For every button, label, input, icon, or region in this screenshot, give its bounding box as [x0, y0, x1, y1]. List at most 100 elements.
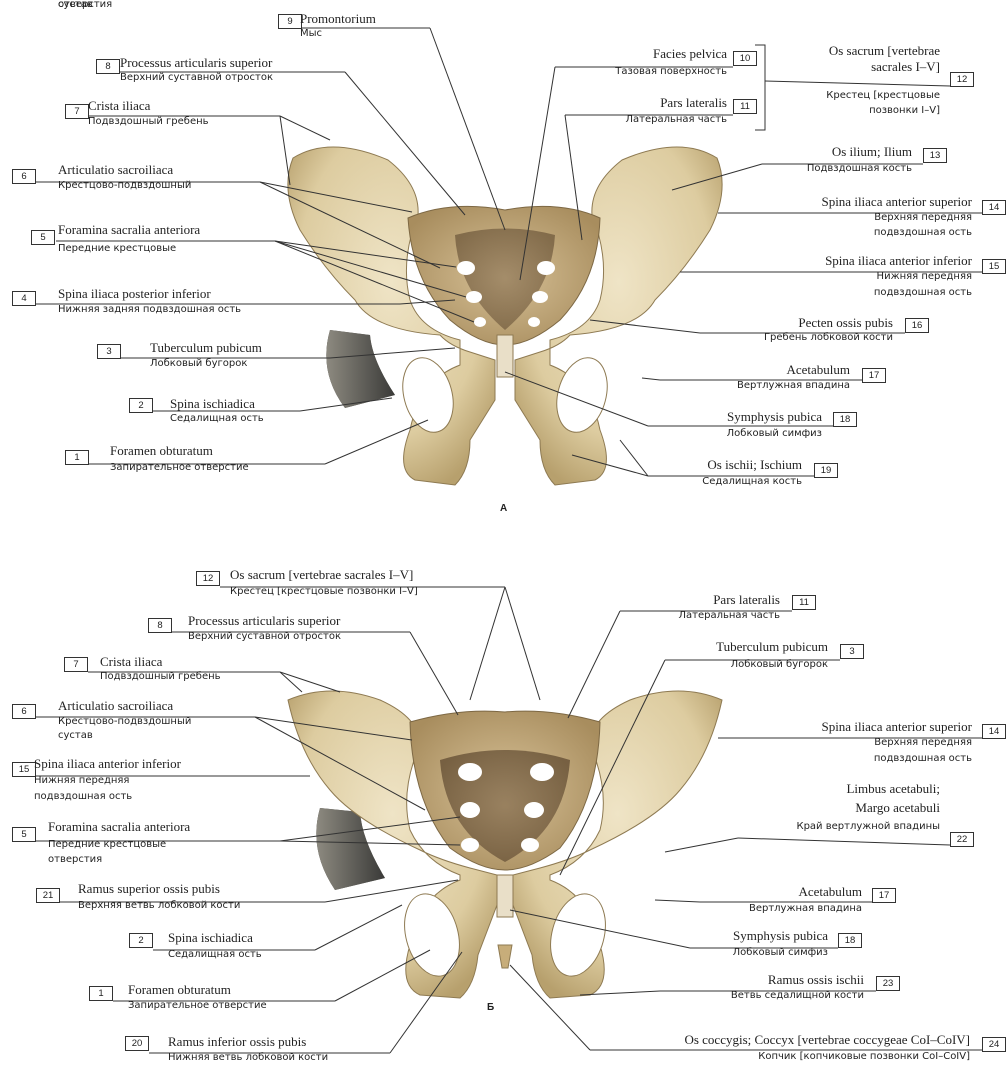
a-label-4-russian: Нижняя задняя подвздошная ость: [58, 305, 241, 315]
a-label-2-number: 2: [129, 398, 153, 413]
a-label-6-latin: Articulatio sacroiliaca: [58, 163, 173, 176]
b-label-12-leader: [505, 587, 540, 700]
a-label-14-russian-2: подвздошная ость: [874, 228, 972, 238]
b-label-5-latin: Foramina sacralia anteriora: [48, 820, 190, 833]
a-label-15-russian-2: подвздошная ость: [874, 288, 972, 298]
a-label-18-number: 18: [833, 412, 857, 427]
a-label-4-number: 4: [12, 291, 36, 306]
b-label-15-russian-2: подвздошная ость: [34, 792, 132, 802]
a-label-13-latin: Os ilium; Ilium: [832, 145, 912, 158]
b-label-14-latin: Spina iliaca anterior superior: [821, 720, 972, 733]
a-label-15-latin: Spina iliaca anterior inferior: [825, 254, 972, 267]
b-label-8-latin: Processus articularis superior: [188, 614, 340, 627]
a-label-2-latin: Spina ischiadica: [170, 397, 255, 410]
b-label-22-underline: [738, 838, 950, 845]
b-label-7-leader: [280, 672, 302, 692]
a-label-12-number: 12: [950, 72, 974, 87]
b-label-17-leader: [655, 900, 700, 902]
a-label-18-latin: Symphysis pubica: [727, 410, 822, 423]
b-label-21-latin: Ramus superior ossis pubis: [78, 882, 220, 895]
a-label-9-russian: Мыс: [300, 29, 322, 39]
b-label-23-latin: Ramus ossis ischii: [768, 973, 864, 986]
a-label-17-latin: Acetabulum: [786, 363, 850, 376]
a-label-12-latin-2: sacrales I–V]: [871, 60, 940, 73]
a-label-8-latin: Processus articularis superior: [120, 56, 272, 69]
a-label-8-number: 8: [96, 59, 120, 74]
b-label-5-leader: [280, 841, 460, 845]
b-label-5-russian-2: отверстия: [48, 855, 102, 865]
a-label-19-number: 19: [814, 463, 838, 478]
a-label-3-latin: Tuberculum pubicum: [150, 341, 262, 354]
b-label-18-russian: Лобковый симфиз: [733, 948, 828, 958]
a-label-14-latin: Spina iliaca anterior superior: [821, 195, 972, 208]
b-label-21-russian: Верхняя ветвь лобковой кости: [78, 901, 240, 911]
b-label-2-russian: Седалищная ость: [168, 950, 262, 960]
b-label-3-russian: Лобковый бугорок: [731, 660, 828, 670]
b-label-18-number: 18: [838, 933, 862, 948]
a-label-17-russian: Вертлужная впадина: [737, 381, 850, 391]
a-label-5-latin: Foramina sacralia anteriora: [58, 223, 200, 236]
b-label-20-russian: Нижняя ветвь лобковой кости: [168, 1053, 328, 1063]
b-label-14-number: 14: [982, 724, 1006, 739]
a-label-13-russian: Подвздошная кость: [807, 164, 912, 174]
b-label-6-number: 6: [12, 704, 36, 719]
a-label-6-number: 6: [12, 169, 36, 184]
b-label-1-latin: Foramen obturatum: [128, 983, 231, 996]
b-label-2-number: 2: [129, 933, 153, 948]
a-label-5-number: 5: [31, 230, 55, 245]
b-label-15-number: 15: [12, 762, 36, 777]
b-label-6-russian-2: сустав: [58, 731, 93, 741]
b-label-22-latin: Limbus acetabuli;: [846, 782, 940, 795]
a-label-9-leader: [430, 28, 505, 230]
a-label-11-number: 11: [733, 99, 757, 114]
a-label-6-russian: Крестцово-подвздошный: [58, 181, 191, 191]
panel-letter-b: Б: [487, 1002, 494, 1013]
b-label-17-russian: Вертлужная впадина: [749, 904, 862, 914]
b-label-15-latin: Spina iliaca anterior inferior: [34, 757, 181, 770]
b-label-22-number: 22: [950, 832, 974, 847]
b-label-23-number: 23: [876, 976, 900, 991]
b-label-8-number: 8: [148, 618, 172, 633]
b-label-20-number: 20: [125, 1036, 149, 1051]
b-label-1-number: 1: [89, 986, 113, 1001]
a-label-1-russian: Запирательное отверстие: [110, 463, 249, 473]
b-label-8-russian: Верхний суставной отросток: [188, 632, 341, 642]
b-label-2-leader: [315, 905, 402, 950]
a-label-18-russian: Лобковый симфиз: [727, 429, 822, 439]
a-label-12-russian-2: позвонки I–V]: [869, 106, 940, 116]
a-label-16-latin: Pecten ossis pubis: [798, 316, 893, 329]
a-label-16-russian: Гребень лобковой кости: [764, 333, 893, 343]
a-label-14-number: 14: [982, 200, 1006, 215]
b-label-15-russian: Нижняя передняя: [34, 776, 129, 786]
b-label-23-russian: Ветвь седалищной кости: [731, 991, 864, 1001]
b-label-12-latin: Os sacrum [vertebrae sacrales I–V]: [230, 568, 413, 581]
b-label-18-latin: Symphysis pubica: [733, 929, 828, 942]
b-label-11-number: 11: [792, 595, 816, 610]
a-label-10-russian: Тазовая поверхность: [615, 67, 727, 77]
a-label-19-latin: Os ischii; Ischium: [707, 458, 802, 471]
a-label-14-russian: Верхняя передняя: [874, 213, 972, 223]
b-label-7-leader: [280, 672, 340, 692]
a-label-8-russian: Верхний суставной отросток: [120, 73, 273, 83]
b-label-24-latin: Os coccygis; Coccyx [vertebrae coccygeae…: [684, 1033, 970, 1046]
b-label-5-number: 5: [12, 827, 36, 842]
a-label-10-number: 10: [733, 51, 757, 66]
a-label-7-latin: Crista iliaca: [88, 99, 150, 112]
a-label-19-russian: Седалищная кость: [702, 477, 802, 487]
b-label-3-number: 3: [840, 644, 864, 659]
b-label-21-number: 21: [36, 888, 60, 903]
a-label-7-leader: [280, 116, 290, 185]
b-label-3-latin: Tuberculum pubicum: [716, 640, 828, 653]
b-label-11-latin: Pars lateralis: [713, 593, 780, 606]
a-label-19-leader: [620, 440, 648, 476]
b-label-8-leader: [410, 632, 458, 715]
a-label-7-leader: [280, 116, 330, 140]
a-label-5-russian: Передние крестцовые: [58, 244, 176, 254]
b-label-22-russian: Край вертлужной впадины: [796, 822, 940, 832]
b-label-7-number: 7: [64, 657, 88, 672]
a-label-10-latin: Facies pelvica: [653, 47, 727, 60]
b-label-11-leader: [568, 611, 620, 718]
a-label-7-number: 7: [65, 104, 89, 119]
a-label-3-russian: Лобковый бугорок: [150, 359, 247, 369]
a-label-9-latin: Promontorium: [300, 12, 376, 25]
